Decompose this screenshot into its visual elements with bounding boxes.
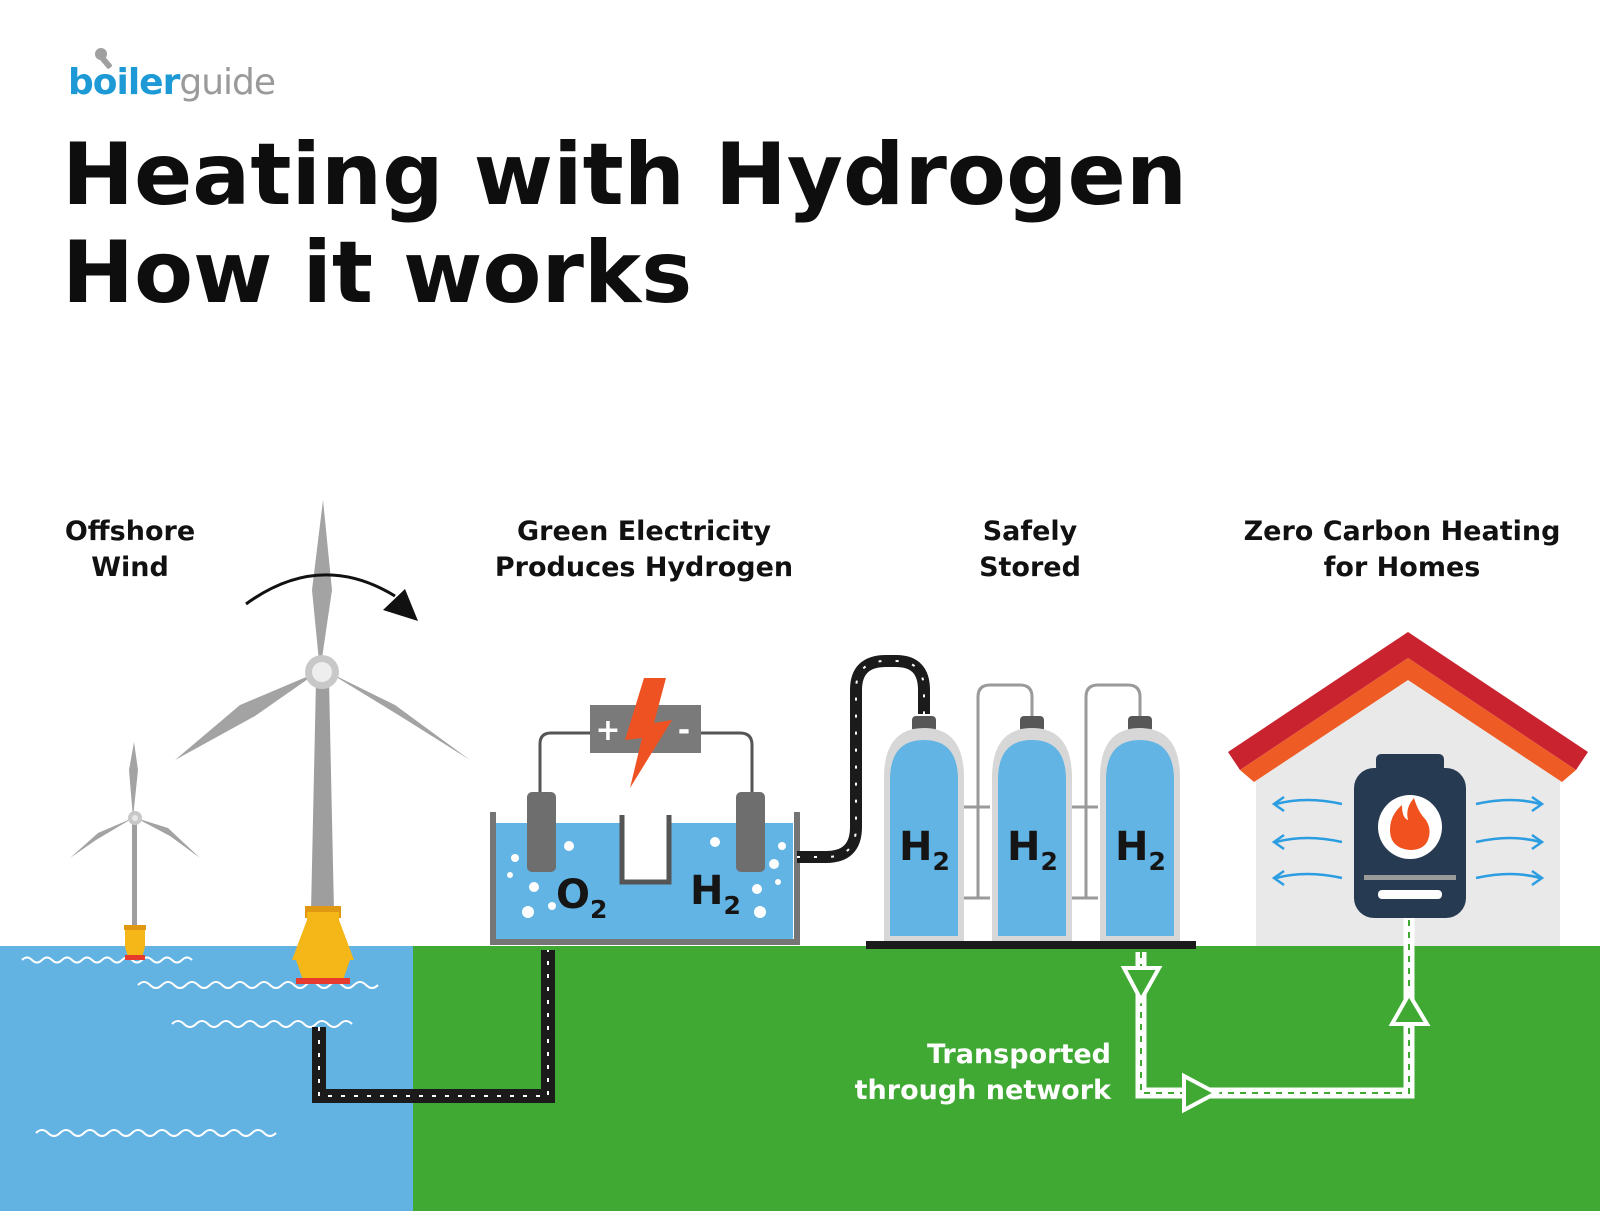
hydrogen-cylinder-3: H2 — [1100, 716, 1180, 941]
flow-arrow-down-icon — [1120, 966, 1163, 1005]
hydrogen-subscript-cylinder-1: 2 — [932, 847, 949, 876]
svg-text:O2: O2 — [556, 872, 607, 924]
transport-label-line1: Transported — [927, 1039, 1111, 1070]
step-label-wind: Offshore Wind — [65, 516, 195, 583]
hydrogen-pipe — [797, 655, 930, 863]
hydrogen-symbol-cylinder-2: H — [1007, 824, 1040, 870]
bubbles — [507, 837, 786, 918]
flow-arrow-up-icon — [1388, 990, 1431, 1026]
hydrogen-cylinder-1: H2 — [884, 716, 964, 941]
power-cable — [312, 950, 555, 1103]
step-label-heating: Zero Carbon Heating for Homes — [1244, 516, 1561, 583]
step-label-storage-line1: Safely — [983, 516, 1078, 547]
step-label-wind-line2: Wind — [91, 552, 169, 583]
house — [1228, 632, 1588, 946]
svg-text:boilerguide: boilerguide — [68, 62, 275, 103]
step-label-electrolysis: Green Electricity Produces Hydrogen — [495, 516, 793, 583]
hydrogen-subscript-cylinder-2: 2 — [1040, 847, 1057, 876]
storage-cylinders: H2 H2 H2 — [866, 683, 1196, 949]
electrolyser: + - O2 H2 — [490, 678, 800, 945]
oxygen-subscript: 2 — [590, 895, 607, 924]
battery-plus: + — [595, 713, 620, 748]
sea-waves — [21, 956, 379, 1137]
hydrogen-subscript-electrolyser: 2 — [723, 891, 740, 920]
flow-arrow-right-icon — [1182, 1072, 1221, 1114]
flame-icon — [1390, 798, 1430, 850]
brand-name-part1: boiler — [68, 62, 181, 103]
svg-text:H2: H2 — [690, 868, 741, 920]
sea — [0, 946, 413, 1211]
step-label-electrolysis-line1: Green Electricity — [517, 516, 771, 547]
step-label-storage-line2: Stored — [979, 552, 1081, 583]
gas-network — [1120, 918, 1431, 1114]
oxygen-symbol: O — [556, 872, 590, 918]
page-title-line2: How it works — [62, 223, 692, 323]
lightning-icon — [625, 678, 672, 788]
transport-label-line2: through network — [855, 1075, 1112, 1106]
heat-flow-arrows — [1271, 795, 1545, 887]
step-label-storage: Safely Stored — [979, 516, 1081, 583]
svg-text:H2: H2 — [1115, 824, 1166, 876]
step-label-heating-line2: for Homes — [1324, 552, 1481, 583]
svg-text:H2: H2 — [1007, 824, 1058, 876]
wrench-icon — [95, 48, 112, 69]
boiler-icon — [1354, 754, 1466, 918]
brand-logo: boilerguide — [68, 48, 276, 103]
hydrogen-symbol-cylinder-3: H — [1115, 824, 1148, 870]
brand-name-part2: guide — [179, 62, 275, 103]
rotation-arrow-icon — [245, 573, 396, 606]
step-label-heating-line1: Zero Carbon Heating — [1244, 516, 1561, 547]
hydrogen-symbol-electrolyser: H — [690, 868, 723, 914]
wind-turbine-small — [70, 742, 200, 960]
step-label-electrolysis-line2: Produces Hydrogen — [495, 552, 793, 583]
svg-text:H2: H2 — [899, 824, 950, 876]
wind-turbine-large — [175, 500, 470, 984]
hydrogen-cylinder-2: H2 — [992, 716, 1072, 941]
hydrogen-symbol-cylinder-1: H — [899, 824, 932, 870]
page-title-line1: Heating with Hydrogen — [62, 125, 1187, 225]
battery-minus: - — [678, 713, 690, 748]
step-label-wind-line1: Offshore — [65, 516, 195, 547]
grass — [413, 946, 1600, 1211]
hydrogen-subscript-cylinder-3: 2 — [1148, 847, 1165, 876]
transport-label: Transported through network — [855, 1039, 1112, 1106]
